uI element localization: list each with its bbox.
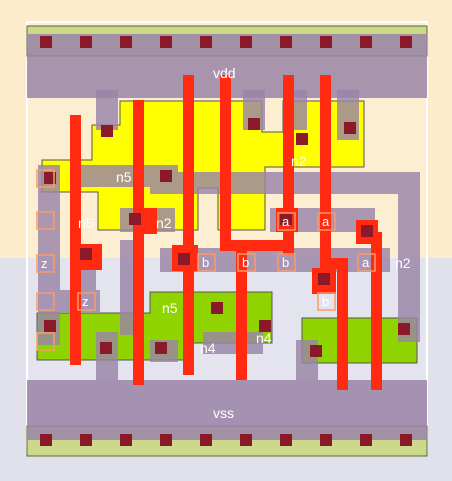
net-label-n5-left: n5 xyxy=(78,215,94,231)
poly-gate-8 xyxy=(337,265,348,390)
poly-gate-7 xyxy=(320,75,331,270)
pin-label-b-4: b xyxy=(322,294,329,309)
net-label-n5-bottom: n5 xyxy=(162,300,178,316)
pin-label-a-2: a xyxy=(322,214,330,229)
pin-label-a-1: a xyxy=(282,214,290,229)
pin-label-b-1: b xyxy=(202,255,209,270)
poly-bridge-1 xyxy=(220,240,294,251)
net-label-n4-right: n4 xyxy=(256,330,272,346)
pin-boxes xyxy=(36,169,376,351)
net-label-n2-top: n2 xyxy=(291,153,307,169)
poly-gate-6 xyxy=(283,75,294,255)
net-label-n2-right: n2 xyxy=(395,255,411,271)
pin-label-b-3: b xyxy=(282,255,289,270)
net-label-n4-bottom: n4 xyxy=(200,340,216,356)
poly-bridge-2 xyxy=(320,258,348,269)
vss-label: vss xyxy=(213,405,234,421)
pin-label-z-left: z xyxy=(41,256,48,271)
pin-label-z-bottom: z xyxy=(82,294,89,309)
poly-gate-9 xyxy=(371,232,382,390)
poly-gate-5 xyxy=(236,240,247,380)
rail-contacts xyxy=(40,36,412,446)
pin-label-b-2: b xyxy=(242,255,249,270)
vss-rail-metal xyxy=(27,380,427,440)
poly-gate-3 xyxy=(183,75,194,375)
net-label-n5-top: n5 xyxy=(116,169,132,185)
net-label-n2-mid: n2 xyxy=(156,215,172,231)
poly-gates xyxy=(70,75,382,390)
poly-gate-1 xyxy=(70,115,81,365)
device-contacts xyxy=(44,118,410,357)
poly-gate-2 xyxy=(133,100,144,385)
pin-label-a-3: a xyxy=(362,255,370,270)
poly-gate-4 xyxy=(220,75,231,250)
vdd-label: vdd xyxy=(213,65,236,81)
